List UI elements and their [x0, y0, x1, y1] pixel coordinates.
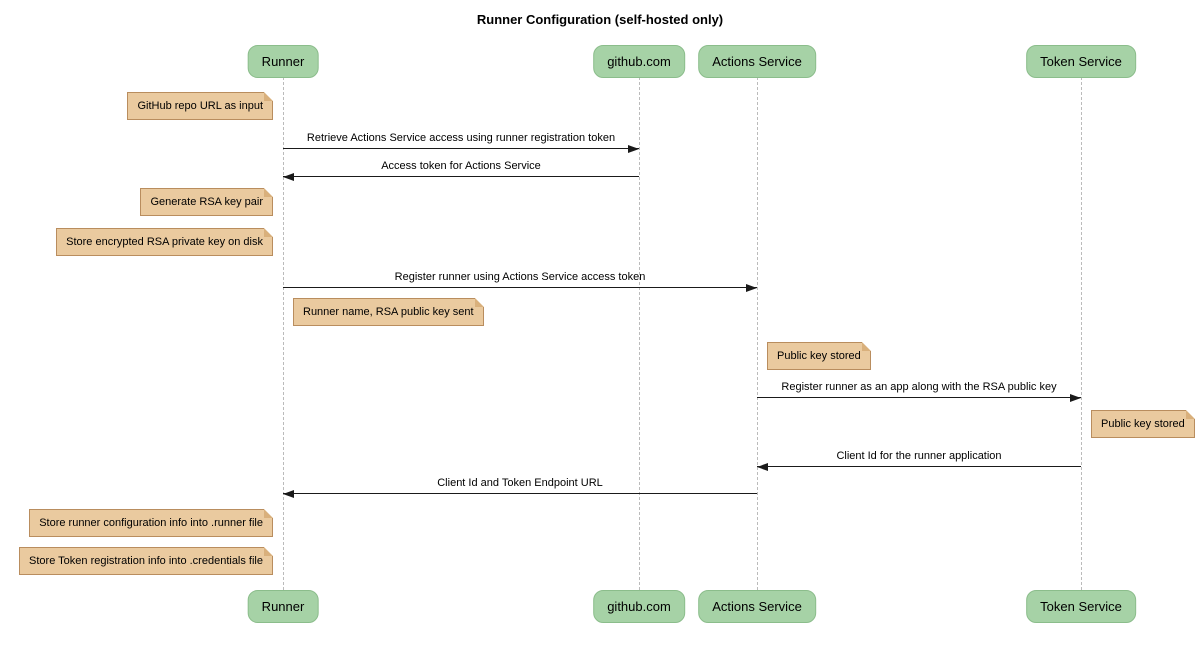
- diagram-title: Runner Configuration (self-hosted only): [476, 12, 724, 27]
- message-label-5: Register runner using Actions Service ac…: [394, 271, 646, 283]
- message-arrowhead-icon-8: [1070, 394, 1081, 402]
- participant-bottom-box-runner: Runner: [247, 590, 319, 623]
- message-arrowhead-icon-10: [757, 463, 768, 471]
- message-arrowhead-icon-2: [283, 173, 294, 181]
- message-arrowhead-icon-1: [628, 145, 639, 153]
- message-line-8: [757, 397, 1081, 398]
- participant-lifeline-runner: [283, 77, 284, 590]
- participant-top-box-runner: Runner: [247, 45, 319, 78]
- participant-lifeline-actions: [757, 77, 758, 590]
- message-arrowhead-icon-11: [283, 490, 294, 498]
- participant-top-box-actions: Actions Service: [698, 45, 816, 78]
- note-9: Public key stored: [1091, 410, 1195, 438]
- note-12: Store runner configuration info into .ru…: [29, 509, 273, 537]
- note-3: Generate RSA key pair: [140, 188, 273, 216]
- message-label-10: Client Id for the runner application: [836, 450, 1002, 462]
- participant-bottom-box-actions: Actions Service: [698, 590, 816, 623]
- participant-lifeline-github: [639, 77, 640, 590]
- note-13: Store Token registration info into .cred…: [19, 547, 273, 575]
- participant-top-box-github: github.com: [593, 45, 685, 78]
- message-label-11: Client Id and Token Endpoint URL: [437, 477, 603, 489]
- participant-bottom-box-token: Token Service: [1026, 590, 1136, 623]
- message-line-1: [283, 148, 639, 149]
- participant-lifeline-token: [1081, 77, 1082, 590]
- note-4: Store encrypted RSA private key on disk: [56, 228, 273, 256]
- note-0: GitHub repo URL as input: [127, 92, 273, 120]
- participant-top-box-token: Token Service: [1026, 45, 1136, 78]
- message-label-1: Retrieve Actions Service access using ru…: [306, 132, 616, 144]
- participant-bottom-box-github: github.com: [593, 590, 685, 623]
- message-line-10: [757, 466, 1081, 467]
- message-label-8: Register runner as an app along with the…: [781, 381, 1057, 393]
- message-line-2: [283, 176, 639, 177]
- message-label-2: Access token for Actions Service: [381, 160, 541, 172]
- message-arrowhead-icon-5: [746, 284, 757, 292]
- note-7: Public key stored: [767, 342, 871, 370]
- message-line-5: [283, 287, 757, 288]
- note-6: Runner name, RSA public key sent: [293, 298, 484, 326]
- message-line-11: [283, 493, 757, 494]
